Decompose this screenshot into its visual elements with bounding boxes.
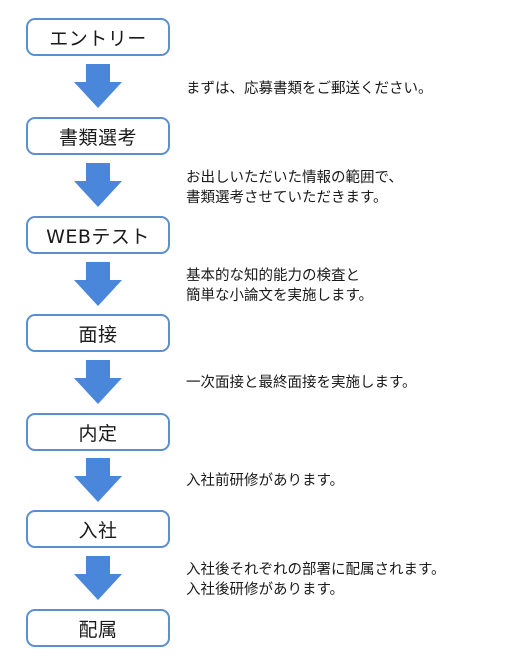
down-arrow-icon xyxy=(74,163,122,207)
description-line: 基本的な知的能力の検査と xyxy=(186,268,360,284)
description-entry: まずは、応募書類をご郵送ください。 xyxy=(186,79,433,99)
step-entry: エントリー xyxy=(26,18,170,56)
step-interview: 面接 xyxy=(26,314,170,352)
description-line: 一次面接と最終面接を実施します。 xyxy=(186,375,417,391)
step-assignment: 配属 xyxy=(26,609,170,647)
description-document-screening: お出しいただいた情報の範囲で、 書類選考させていただきます。 xyxy=(186,168,403,208)
step-web-test: WEBテスト xyxy=(26,216,170,254)
down-arrow-icon xyxy=(74,262,122,306)
description-line: お出しいただいた情報の範囲で、 xyxy=(186,170,403,186)
description-line: 簡単な小論文を実施します。 xyxy=(186,288,374,304)
step-document-screening: 書類選考 xyxy=(26,117,170,155)
description-web-test: 基本的な知的能力の検査と 簡単な小論文を実施します。 xyxy=(186,266,373,306)
description-interview: 一次面接と最終面接を実施します。 xyxy=(186,373,417,393)
down-arrow-icon xyxy=(74,64,122,108)
description-line: 入社前研修があります。 xyxy=(186,473,345,489)
description-joining: 入社後それぞれの部署に配属されます。 入社後研修があります。 xyxy=(186,560,446,600)
description-line: まずは、応募書類をご郵送ください。 xyxy=(186,81,433,97)
step-offer: 内定 xyxy=(26,413,170,451)
down-arrow-icon xyxy=(74,360,122,404)
description-offer: 入社前研修があります。 xyxy=(186,471,344,491)
description-line: 書類選考させていただきます。 xyxy=(186,190,388,206)
down-arrow-icon xyxy=(74,556,122,600)
step-joining: 入社 xyxy=(26,510,170,548)
down-arrow-icon xyxy=(74,458,122,502)
description-line: 入社後研修があります。 xyxy=(186,582,345,598)
description-line: 入社後それぞれの部署に配属されます。 xyxy=(186,562,446,578)
